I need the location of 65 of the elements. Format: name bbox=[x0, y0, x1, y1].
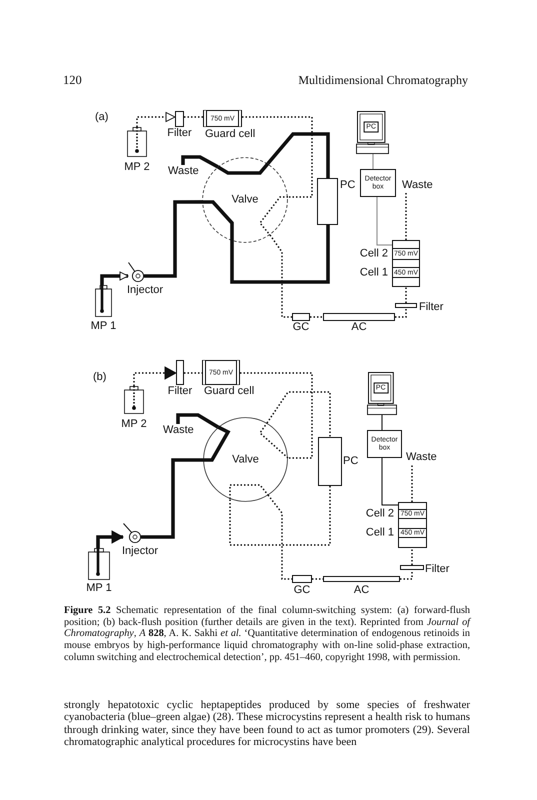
cell-label: Cell 2 bbox=[366, 508, 394, 520]
dotted-flow-line bbox=[184, 372, 202, 374]
thick-flow-line bbox=[141, 458, 203, 539]
outlet-label: Waste bbox=[406, 451, 437, 464]
reservoir-label: MP 2 bbox=[121, 419, 147, 430]
dotted-flow-line bbox=[269, 234, 292, 318]
valve-label: Valve bbox=[232, 194, 258, 206]
wire-line bbox=[382, 458, 398, 506]
dotted-flow-line bbox=[136, 112, 176, 127]
dotted-flow-line bbox=[405, 192, 407, 240]
dotted-flow-line bbox=[395, 308, 407, 318]
dotted-flow-line bbox=[411, 548, 413, 565]
thick-flow-line bbox=[266, 132, 330, 178]
component-label: Filter bbox=[425, 564, 450, 575]
column-label: AC bbox=[354, 585, 370, 596]
column-label: PC bbox=[343, 456, 358, 466]
component-label: Filter bbox=[168, 386, 192, 397]
dotted-flow-line bbox=[267, 494, 292, 580]
thick-flow-line bbox=[144, 200, 202, 278]
component-label: Guard cell bbox=[204, 386, 254, 397]
outlet-label: Waste bbox=[402, 179, 433, 192]
dotted-flow-line bbox=[240, 372, 313, 459]
wire-line bbox=[372, 154, 374, 170]
component-label: Guard cell bbox=[205, 129, 256, 140]
outlet-label: Waste bbox=[168, 165, 199, 178]
panel-label: (a) bbox=[95, 112, 108, 123]
wire-line bbox=[376, 196, 392, 246]
column-label: AC bbox=[351, 322, 367, 333]
dotted-flow-line bbox=[184, 116, 203, 118]
thick-flow-line bbox=[176, 413, 219, 429]
component-label: Injector bbox=[127, 285, 164, 296]
dotted-flow-line bbox=[133, 366, 176, 386]
cell-label: Cell 1 bbox=[360, 267, 388, 278]
reservoir-label: MP 1 bbox=[90, 321, 116, 332]
panel-label: (b) bbox=[93, 372, 106, 383]
dotted-flow-line bbox=[405, 287, 407, 303]
thick-flow-line bbox=[96, 530, 124, 548]
outlet-label: Waste bbox=[163, 424, 194, 437]
page-number: 120 bbox=[63, 74, 82, 86]
column-label: GC bbox=[294, 585, 310, 596]
figure-caption: Figure 5.2 Schematic representation of the final column-switching system: (a) forward-flush position; (b) back-flush position (further details are given in the text). Reprinted from Journal of Chromatography, A 828, A. K. Sakhi et al. ‘Quantitative determination of endogenous retinoids in mouse embryos by high-performance liquid chromatography with on-line solid-phase extraction, column switching and electrochemical detection’, pp. 451–460, copyright 1998, with permission. bbox=[64, 605, 470, 664]
column-label: PC bbox=[340, 180, 356, 190]
component-label: Injector bbox=[122, 546, 158, 557]
dotted-flow-line bbox=[411, 464, 413, 502]
dotted-flow-line bbox=[266, 391, 331, 437]
thick-flow-line bbox=[230, 225, 330, 284]
running-header: Multidimensional Chromatography bbox=[298, 74, 468, 86]
cell-label: Cell 1 bbox=[366, 528, 394, 538]
dotted-flow-line bbox=[242, 116, 313, 198]
dotted-flow-line bbox=[229, 486, 331, 546]
reservoir-label: MP 1 bbox=[86, 583, 112, 594]
reservoir-label: MP 2 bbox=[124, 162, 150, 173]
dotted-flow-line bbox=[312, 578, 323, 580]
column-label: GC bbox=[292, 322, 310, 333]
detector-unit bbox=[367, 430, 402, 458]
component-label: Filter bbox=[419, 302, 444, 312]
dotted-flow-line bbox=[400, 570, 413, 580]
detector-unit bbox=[360, 169, 396, 197]
component-label: Filter bbox=[167, 128, 192, 139]
valve-label: Valve bbox=[232, 454, 259, 465]
cell-label: Cell 2 bbox=[360, 248, 388, 260]
thick-flow-line bbox=[100, 272, 128, 285]
body-text: strongly hepatotoxic cyclic heptapeptides produced by some species of freshwater cyanobacteria (blue–green algae) (28). These microcystins represent a health risk to humans through drinking water, since they have been found to act as tumor promoters (29). Several chromatographic analytical procedures for microcystins have been bbox=[64, 699, 470, 749]
thick-flow-line bbox=[181, 155, 219, 169]
dotted-flow-line bbox=[310, 316, 323, 318]
